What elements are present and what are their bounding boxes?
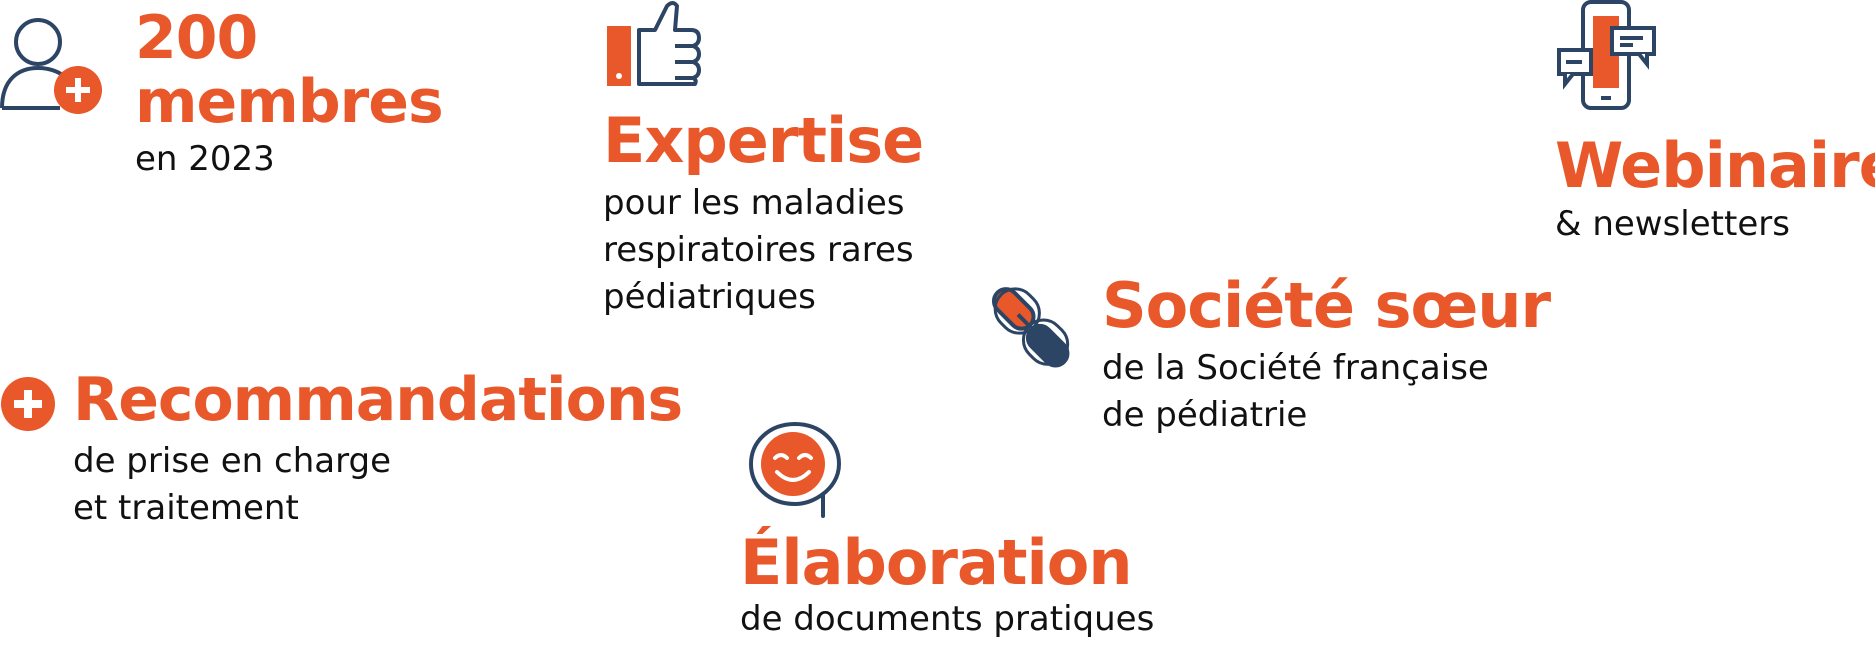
plus-circle-icon <box>1 377 55 431</box>
members-count: 200 <box>135 3 258 73</box>
recommandations-line-2: et traitement <box>73 488 299 528</box>
elaboration-title: Élaboration <box>740 526 1132 599</box>
recommandations-line-1: de prise en charge <box>73 441 391 481</box>
elaboration-subtitle: de documents pratiques <box>740 599 1155 639</box>
user-add-icon <box>0 18 102 114</box>
thumbs-up-icon <box>607 1 701 86</box>
expertise-title: Expertise <box>603 104 924 177</box>
societe-block: Société sœur de la Société française de … <box>1102 269 1551 439</box>
members-subtitle: en 2023 <box>135 139 275 179</box>
webinaire-block: Webinaire & newsletters <box>1555 135 1875 248</box>
recommandations-block: Recommandations de prise en charge et tr… <box>73 365 683 532</box>
societe-line-1: de la Société française <box>1102 348 1489 388</box>
webinaire-subtitle: & newsletters <box>1555 204 1790 244</box>
phone-chat-icon <box>1557 0 1656 110</box>
societe-line-2: de pédiatrie <box>1102 395 1308 435</box>
recommandations-title: Recommandations <box>73 365 683 435</box>
elaboration-block: Élaboration de documents pratiques <box>740 532 1154 643</box>
webinaire-title: Webinaire <box>1555 129 1875 202</box>
expertise-line-2: respiratoires rares <box>603 230 914 270</box>
members-block: 200 membres en 2023 <box>135 3 444 183</box>
expertise-line-3: pédiatriques <box>603 277 816 317</box>
chain-link-icon <box>991 287 1070 368</box>
expertise-block: Expertise pour les maladies respiratoire… <box>603 104 924 321</box>
smiley-bubble-icon <box>748 422 842 518</box>
societe-title: Société sœur <box>1102 269 1551 342</box>
members-title: membres <box>135 67 444 137</box>
expertise-line-1: pour les maladies <box>603 183 905 223</box>
